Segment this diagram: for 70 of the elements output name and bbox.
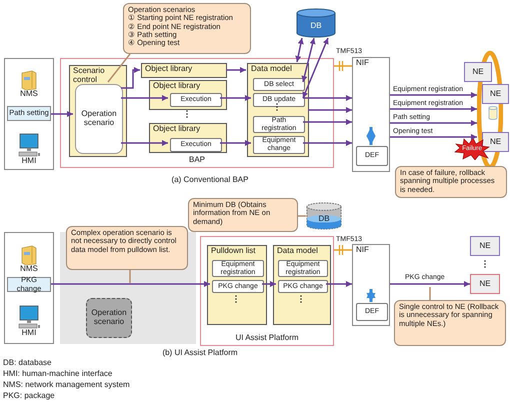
scenario-box bbox=[75, 84, 123, 154]
process-box bbox=[356, 303, 388, 321]
module-box bbox=[141, 63, 227, 78]
process-box bbox=[212, 280, 264, 293]
box-text: NMS bbox=[20, 265, 38, 274]
process-box bbox=[278, 260, 328, 277]
note-text: HMI: human-machine interface bbox=[3, 369, 112, 378]
callout-bubble bbox=[66, 226, 188, 270]
module-box bbox=[149, 123, 227, 153]
module-box bbox=[69, 65, 127, 157]
process-box bbox=[253, 78, 305, 91]
box-text: NE bbox=[472, 68, 484, 76]
interface-frame bbox=[352, 57, 390, 172]
box-text: DB bbox=[310, 22, 322, 30]
failure-burst bbox=[454, 138, 490, 160]
box-text: Object library bbox=[144, 64, 194, 75]
box-text: Object library bbox=[152, 81, 202, 92]
platform-frame bbox=[60, 58, 334, 168]
process-box bbox=[278, 280, 328, 293]
callout-bubble bbox=[395, 166, 507, 198]
callout-bubble bbox=[188, 198, 298, 232]
box-text: Data model bbox=[276, 246, 319, 257]
box-text: NIF bbox=[355, 245, 370, 256]
ne-box bbox=[470, 236, 500, 256]
process-box bbox=[356, 146, 388, 166]
process-box bbox=[170, 93, 222, 107]
module-box bbox=[273, 245, 331, 325]
module-box bbox=[149, 80, 227, 110]
box-text: Data model bbox=[250, 64, 293, 75]
ne-box bbox=[482, 132, 509, 152]
ne-box bbox=[470, 274, 500, 294]
note-text: PKG: package bbox=[3, 391, 55, 400]
box-text: NE bbox=[479, 242, 491, 250]
ne-box bbox=[464, 62, 492, 82]
database-cylinder bbox=[306, 202, 342, 230]
database-cylinder bbox=[296, 8, 336, 38]
box-text: NMS bbox=[20, 90, 38, 99]
box-text: Scenario control bbox=[72, 66, 106, 86]
command-card bbox=[7, 106, 51, 121]
caption: (a) Conventional BAP bbox=[170, 175, 250, 184]
box-text: NE bbox=[490, 90, 502, 98]
box-text: Operation scenario bbox=[90, 309, 128, 327]
process-box bbox=[253, 116, 305, 133]
box-text: Operation scenario bbox=[80, 110, 118, 128]
box-text: NE bbox=[479, 280, 491, 288]
box-text: HMI bbox=[22, 329, 36, 338]
module-box bbox=[247, 63, 309, 157]
process-box bbox=[253, 93, 305, 107]
box-text: HMI bbox=[22, 157, 36, 166]
note-text: NMS: network management system bbox=[3, 380, 130, 389]
caption: (b) UI Assist Platform bbox=[161, 348, 239, 357]
platform-frame bbox=[200, 236, 334, 346]
box-text: NE bbox=[490, 138, 502, 146]
box-text: BAP bbox=[188, 156, 206, 165]
module-box bbox=[207, 245, 267, 325]
ne-box bbox=[482, 84, 509, 104]
box-text: UI Assist Platform bbox=[234, 334, 300, 343]
scenario-box bbox=[86, 298, 132, 338]
process-box bbox=[170, 138, 222, 152]
box-text: DB bbox=[318, 214, 330, 224]
command-card bbox=[7, 277, 51, 292]
process-box bbox=[212, 260, 264, 277]
interface-frame bbox=[352, 244, 390, 326]
box-text: Pulldown list bbox=[210, 246, 256, 257]
callout-bubble bbox=[123, 3, 251, 54]
box-text: NIF bbox=[355, 58, 370, 69]
box-text: Object library bbox=[152, 124, 202, 135]
note-text: DB: database bbox=[3, 358, 52, 367]
callout-bubble bbox=[394, 300, 506, 346]
process-box bbox=[253, 136, 305, 154]
